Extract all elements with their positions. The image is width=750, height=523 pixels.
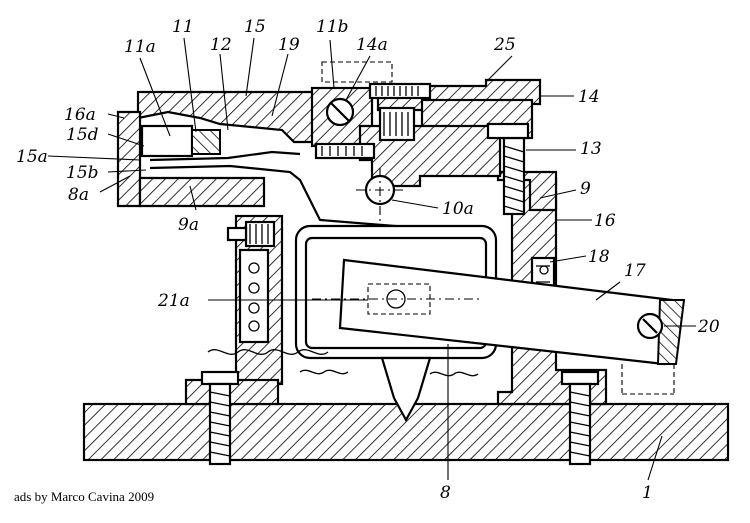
label-1: 1 [642, 483, 653, 503]
label-15b: 15b [66, 163, 99, 183]
label-9a: 9a [178, 215, 199, 235]
hub-13 [356, 106, 502, 222]
label-17: 17 [624, 261, 646, 281]
label-14: 14 [578, 87, 600, 107]
label-9: 9 [580, 179, 591, 199]
label-25: 25 [493, 35, 516, 55]
leader-lines [47, 37, 696, 481]
label-8: 8 [440, 483, 451, 503]
label-21a: 21a [157, 291, 190, 311]
label-11a: 11a [124, 37, 156, 57]
label-13: 13 [580, 139, 602, 159]
label-16: 16 [594, 211, 616, 231]
label-12: 12 [210, 35, 232, 55]
reference-labels: 11 15 11b 14a 25 11a 12 19 14 16a 15d 15… [16, 17, 720, 503]
magnet-8 [207, 224, 686, 423]
label-15d: 15d [66, 125, 99, 145]
screw-side [226, 220, 276, 248]
label-10a: 10a [442, 199, 474, 219]
label-14a: 14a [356, 35, 388, 55]
screw-right [560, 370, 600, 466]
spring-13 [486, 122, 530, 216]
label-16a: 16a [64, 105, 96, 125]
screw-left [200, 370, 240, 466]
label-11: 11 [172, 17, 194, 37]
label-15a: 15a [16, 147, 48, 167]
clamp-16a [116, 110, 433, 230]
label-19: 19 [278, 35, 300, 55]
label-15: 15 [244, 17, 266, 37]
label-18: 18 [588, 247, 610, 267]
credit-text: ads by Marco Cavina 2009 [14, 489, 155, 504]
label-11b: 11b [316, 17, 349, 37]
coil-left [238, 248, 270, 344]
label-8a: 8a [68, 185, 89, 205]
label-20: 20 [697, 317, 720, 337]
